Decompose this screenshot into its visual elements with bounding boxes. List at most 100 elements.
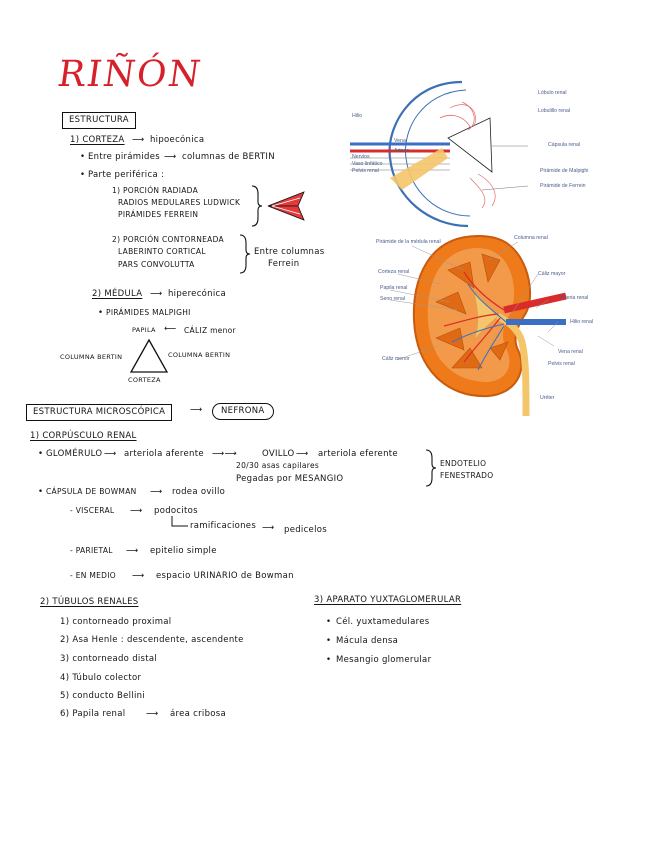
bullet-dot: • <box>38 449 44 459</box>
note-piramides-malpighi: PIRÁMIDES MALPIGHI <box>106 308 191 317</box>
note-t3: 3) contorneado distal <box>60 654 158 664</box>
note-t2: 2) Asa Henle : descendente, ascendente <box>60 635 244 645</box>
ferrein-pyramids-sketch <box>251 185 305 227</box>
label-arteria-renal: Arteria renal <box>560 295 589 301</box>
heading-estructura-micro: ESTRUCTURA MICROSCÓPICA <box>26 404 173 421</box>
bullet-dot: • <box>38 487 44 497</box>
note-caliz-menor: CÁLIZ menor <box>184 326 236 335</box>
arrow-glyph: ⟶ <box>150 487 163 497</box>
note-capsula: CÁPSULA DE BOWMAN <box>46 487 137 496</box>
label-columna-renal: Columna renal <box>514 235 548 241</box>
note-arteriola-aferente: arteriola aferente <box>124 449 204 459</box>
label-piramide-ferrein: Pirámide de Ferrein <box>540 183 586 189</box>
note-fenestrado: FENESTRADO <box>440 471 494 480</box>
note-t5: 5) conducto Bellini <box>60 691 145 701</box>
note-columnas-bertin: columnas de BERTIN <box>182 152 275 162</box>
note-a2: Mácula densa <box>336 636 399 646</box>
note-papila: PAPILA <box>132 326 156 334</box>
note-podocitos: podocitos <box>154 506 198 516</box>
note-capilares: 20/30 asas capilares <box>236 461 320 470</box>
brace-contorneada <box>239 234 251 274</box>
note-corteza-lower: CORTEZA <box>128 376 161 384</box>
label-corteza-renal: Corteza renal <box>378 269 410 275</box>
note-a1: Cél. yuxtamedulares <box>336 617 430 627</box>
note-capsula-desc: rodea ovillo <box>172 487 226 497</box>
note-endotelio: ENDOTELIO <box>440 459 487 468</box>
label-piramide-malpighi: Pirámide de Malpighi <box>540 168 589 174</box>
note-piramides-ferrein: PIRÁMIDES FERREIN <box>118 210 199 219</box>
note-entre-piramides: Entre pirámides <box>88 152 160 162</box>
arrow-glyph: ⟶⟶ <box>212 449 237 459</box>
label-lobulillo-renal: Lobulillo renal <box>538 108 571 114</box>
note-pegadas: Pegadas por MESANGIO <box>236 474 344 484</box>
label-caliz-menor: Cáliz menor <box>382 356 410 362</box>
bullet-dot: • <box>80 152 86 162</box>
label-vena: Vena <box>394 138 406 144</box>
pyramid-triangle-sketch <box>129 338 169 373</box>
bullet-dot: • <box>98 308 104 318</box>
arrow-glyph: ⟶ <box>104 449 117 459</box>
heading-estructura: ESTRUCTURA <box>62 112 136 129</box>
bullet-dot: • <box>326 636 332 646</box>
arrow-glyph: ⟶ <box>190 405 203 415</box>
note-pars: PARS CONVOLUTTA <box>118 260 195 269</box>
note-corpusculo: 1) CORPÚSCULO RENAL <box>30 431 137 441</box>
label-ureter: Uréter <box>540 395 555 401</box>
label-hilio-renal: Hilio renal <box>570 319 594 325</box>
kidney-cross-section <box>412 234 567 417</box>
note-parietal: - PARIETAL <box>70 546 113 555</box>
note-corteza: 1) CORTEZA <box>70 135 125 145</box>
arrow-glyph: ⟶ <box>130 506 143 516</box>
note-porcion-radiada: 1) PORCIÓN RADIADA <box>112 186 199 195</box>
note-en-medio: - EN MEDIO <box>70 571 116 580</box>
label-hilio: Hilio <box>352 113 363 119</box>
brace-endotelio <box>425 449 437 487</box>
label-caliz-mayor: Cáliz mayor <box>538 271 566 277</box>
bullet-dot: • <box>326 617 332 627</box>
arrow-glyph: ⟶ <box>126 546 139 556</box>
note-t1: 1) contorneado proximal <box>60 617 172 627</box>
note-radios-medulares: RADIOS MEDULARES LUDWICK <box>118 198 241 207</box>
badge-nefrona: NEFRONA <box>212 403 274 420</box>
note-pedicelos: pedicelos <box>284 525 327 535</box>
label-arteria: Arteria <box>394 148 410 154</box>
note-t4: 4) Túbulo colector <box>60 673 142 683</box>
lobule-diagram <box>350 80 529 228</box>
note-ovillo: OVILLO <box>262 449 295 459</box>
note-visceral: - VISCERAL <box>70 506 115 515</box>
label-capsula-renal: Cápsula renal <box>548 142 581 148</box>
note-arteriola-eferente: arteriola eferente <box>318 449 398 459</box>
hook-arrow <box>171 516 188 527</box>
note-tubulos: 2) TÚBULOS RENALES <box>40 597 139 607</box>
bullet-dot: • <box>80 170 86 180</box>
note-espacio: espacio URINARIO de Bowman <box>156 571 294 581</box>
label-papila-renal: Papila renal <box>380 285 408 291</box>
arrow-glyph: ⟶ <box>132 135 145 145</box>
note-glomerulo: GLOMÉRULO <box>46 449 103 459</box>
note-entre-columnas: Entre columnas <box>254 247 325 257</box>
note-aparato: 3) APARATO YUXTAGLOMERULAR <box>314 595 462 605</box>
label-lobulo-renal: Lóbulo renal <box>538 90 567 96</box>
kidney-leader-lines <box>389 241 559 361</box>
label-nervios: Nervios <box>352 154 370 160</box>
note-columna-bertin-right: COLUMNA BERTIN <box>168 351 231 359</box>
note-epitelio: epitelio simple <box>150 546 217 556</box>
label-vena-renal: Vena renal <box>558 349 583 355</box>
arrow-glyph: ⟶ <box>146 709 159 719</box>
label-pelvis-renal: Pelvis renal <box>548 361 575 367</box>
note-medula-desc: hiperecónica <box>168 289 227 299</box>
note-corteza-desc: hipoecónica <box>150 135 205 145</box>
note-t6b: área cribosa <box>170 709 227 719</box>
note-t6: 6) Papila renal <box>60 709 126 719</box>
arrow-glyph: ⟶ <box>262 523 275 533</box>
note-columna-bertin-left: COLUMNA BERTIN <box>60 353 123 361</box>
arrow-glyph: ⟶ <box>150 289 163 299</box>
arrow-glyph: ⟶ <box>132 571 145 581</box>
note-a3: Mesangio glomerular <box>336 655 432 665</box>
note-medula: 2) MÉDULA <box>92 289 143 299</box>
bullet-dot: • <box>326 655 332 665</box>
page-title: RIÑÓN <box>55 54 205 95</box>
note-parte-periferica: Parte periférica : <box>88 170 165 180</box>
label-vaso-linfatico: Vaso linfático <box>352 161 383 167</box>
label-piramide-medula: Pirámide de la médula renal <box>376 239 441 245</box>
